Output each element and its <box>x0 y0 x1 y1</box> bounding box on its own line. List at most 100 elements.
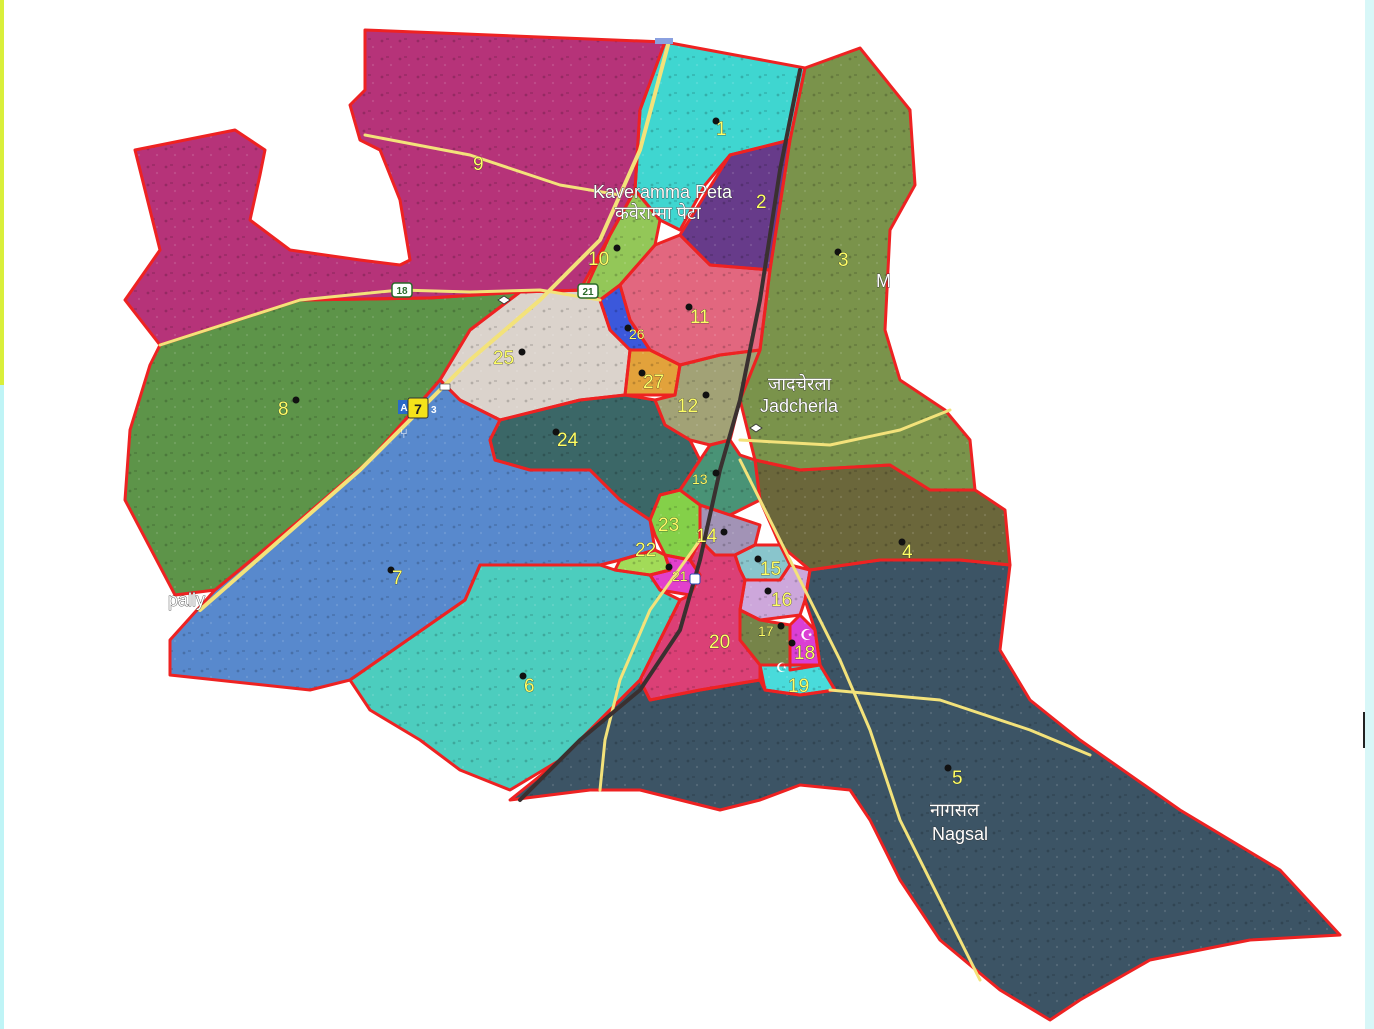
ward-dot <box>702 391 710 399</box>
ward-number-14[interactable]: 14 <box>696 526 718 548</box>
ward-dot <box>777 622 785 630</box>
school-icon <box>749 423 763 433</box>
terrain-patch <box>635 42 805 230</box>
ward-dot <box>292 396 300 404</box>
ward-dot <box>944 764 952 772</box>
ward-dot <box>552 428 560 436</box>
restaurant-icon: ⑂ <box>400 427 408 442</box>
ward-dot <box>518 348 526 356</box>
terrain-patch <box>170 380 655 690</box>
mosque-icon: ☪ <box>800 626 813 644</box>
hotel-icon <box>439 383 451 391</box>
ward-number-4[interactable]: 4 <box>902 542 914 564</box>
ward-number-1[interactable]: 1 <box>716 119 727 141</box>
ward-number-3[interactable]: 3 <box>838 250 849 272</box>
left-edge-strip-yellow <box>0 0 4 385</box>
poi-icons: ⑂ ☪ ☪ <box>400 38 813 676</box>
ward-number-19[interactable]: 19 <box>788 676 810 698</box>
ward-number-22[interactable]: 22 <box>635 540 657 562</box>
road-southeast <box>828 688 1092 757</box>
ward-number-24[interactable]: 24 <box>557 430 579 452</box>
terrain-patch <box>650 490 700 560</box>
road-south-west <box>598 538 702 792</box>
ward-number-21[interactable]: 21 <box>672 568 688 585</box>
terrain-patch <box>580 190 660 300</box>
place-label-m-fragment: M <box>876 271 891 291</box>
place-label-pally-fragment: pally <box>168 590 205 610</box>
svg-text:18: 18 <box>396 286 408 297</box>
mosque-icon: ☪ <box>776 661 788 676</box>
ward-dot <box>898 538 906 546</box>
ward-dot <box>685 303 693 311</box>
school-icon <box>497 295 511 305</box>
ward-dot <box>665 563 673 571</box>
terrain-patch <box>700 505 760 555</box>
svg-text:3: 3 <box>431 405 437 416</box>
ward-number-9[interactable]: 9 <box>473 154 484 176</box>
ward-dot <box>764 587 772 595</box>
terrain-patch <box>350 565 680 790</box>
ward-dot <box>638 369 646 377</box>
ward-number-5[interactable]: 5 <box>952 768 963 790</box>
ward-number-6[interactable]: 6 <box>524 676 535 698</box>
ward-dot <box>519 672 527 680</box>
left-edge-strip-cyan <box>0 385 4 1029</box>
terrain-patch <box>740 565 810 620</box>
right-edge-tick <box>1363 712 1365 748</box>
ward-number-18[interactable]: 18 <box>794 643 816 665</box>
ward-number-11[interactable]: 11 <box>690 307 710 329</box>
terrain-patch <box>735 545 790 580</box>
ward-number-26[interactable]: 26 <box>629 326 645 343</box>
terrain-patch <box>440 290 630 420</box>
ward-number-16[interactable]: 16 <box>771 590 793 612</box>
ward-dot <box>624 324 632 332</box>
ward-number-2[interactable]: 2 <box>756 192 767 214</box>
ward-number-10[interactable]: 10 <box>588 249 610 271</box>
ward-dot <box>754 555 762 563</box>
road-north <box>363 133 622 197</box>
ward-dot <box>712 117 720 125</box>
svg-text:21: 21 <box>582 287 594 298</box>
place-label-kaveramma-peta-local: कवेराम्मा पेटा <box>615 202 701 223</box>
terrain-patch <box>125 292 520 595</box>
terrain-patch <box>680 140 790 270</box>
place-label-nagsal: Nagsal <box>932 824 988 844</box>
terrain-patch <box>615 550 670 575</box>
terrain-patch <box>490 395 700 520</box>
bus-station-icon <box>689 573 701 585</box>
road-badge-21: 21 <box>577 283 599 299</box>
ward-dot <box>613 244 621 252</box>
ward-number-12[interactable]: 12 <box>677 396 699 418</box>
ward-labels: 1 2 3 4 5 6 7 8 9 10 11 12 13 14 15 16 1… <box>278 117 963 790</box>
right-edge-strip <box>1365 0 1374 1029</box>
ward-boundary <box>678 438 762 517</box>
ward-number-20[interactable]: 20 <box>709 632 731 654</box>
ward-dot <box>834 248 842 256</box>
ward-dot <box>788 639 796 647</box>
ward-number-17[interactable]: 17 <box>758 623 774 640</box>
railway-line <box>518 68 802 802</box>
ward-number-7[interactable]: 7 <box>392 568 403 590</box>
ward-dot <box>387 566 395 574</box>
ward-number-25[interactable]: 25 <box>493 348 515 370</box>
terrain-patch <box>625 350 680 395</box>
svg-text:A: A <box>400 403 407 414</box>
place-labels: Kaveramma Peta कवेराम्मा पेटा जादचेरला J… <box>168 182 989 845</box>
place-label-jadcherla: Jadcherla <box>760 396 839 416</box>
ward-number-8[interactable]: 8 <box>278 399 289 421</box>
ward-number-13[interactable]: 13 <box>692 471 708 488</box>
ward-boundary <box>508 558 1342 1022</box>
road-18 <box>158 288 602 347</box>
ward-number-23[interactable]: 23 <box>658 515 680 537</box>
highway-nh7 <box>198 43 670 612</box>
ward-boundaries <box>123 28 1342 1022</box>
ward-number-27[interactable]: 27 <box>643 372 665 394</box>
road-jadcherla-east <box>738 408 952 447</box>
ward-number-15[interactable]: 15 <box>760 559 782 581</box>
place-label-nagsal-local: नागसल <box>930 800 980 820</box>
road-badge-18: 18 <box>391 282 413 298</box>
svg-text:7: 7 <box>414 401 422 417</box>
terrain-texture <box>125 30 1340 1020</box>
ward-dot <box>720 528 728 536</box>
